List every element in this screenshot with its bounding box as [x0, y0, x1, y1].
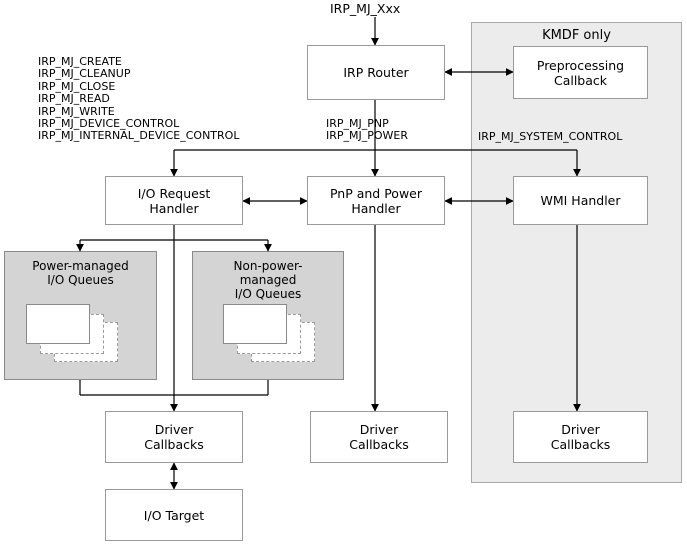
irp-code: IRP_MJ_PNP: [326, 117, 389, 130]
irp-input-label: IRP_MJ_Xxx: [330, 1, 401, 16]
io-request-handler-box: I/O Request Handler: [105, 176, 243, 225]
preprocessing-callback-box: Preprocessing Callback: [513, 46, 648, 99]
pnp-irp-list: IRP_MJ_PNP IRP_MJ_POWER: [326, 117, 409, 143]
irp-code: IRP_MJ_WRITE: [38, 104, 115, 118]
driver-callbacks-box: Driver Callbacks: [513, 411, 648, 463]
queue-sheet-front: [26, 304, 90, 344]
pnp-power-handler-box: PnP and Power Handler: [307, 176, 445, 225]
wmi-handler-box: WMI Handler: [513, 176, 648, 225]
irp-code: IRP_MJ_READ: [38, 92, 110, 106]
non-power-managed-queues-label: Non-power- managed I/O Queues: [233, 259, 303, 301]
io-irp-list: IRP_MJ_CREATE IRP_MJ_CLEANUP IRP_MJ_CLOS…: [38, 55, 240, 143]
driver-callbacks-box: Driver Callbacks: [310, 411, 448, 463]
driver-callbacks-box: Driver Callbacks: [105, 411, 243, 463]
irp-code: IRP_MJ_POWER: [326, 129, 409, 143]
queue-sheet-front: [223, 304, 287, 344]
irp-router-box: IRP Router: [307, 45, 445, 100]
power-managed-queues-label: Power-managed I/O Queues: [32, 259, 129, 287]
irp-code: IRP_MJ_DEVICE_CONTROL: [38, 117, 180, 131]
irp-code: IRP_MJ_CREATE: [38, 55, 122, 68]
kmdf-only-label: KMDF only: [542, 28, 611, 43]
irp-code: IRP_MJ_CLOSE: [38, 79, 116, 93]
irp-code: IRP_MJ_INTERNAL_DEVICE_CONTROL: [38, 129, 240, 143]
io-target-box: I/O Target: [105, 489, 243, 541]
irp-code: IRP_MJ_CLEANUP: [38, 67, 131, 81]
system-control-irp-label: IRP_MJ_SYSTEM_CONTROL: [478, 130, 623, 143]
